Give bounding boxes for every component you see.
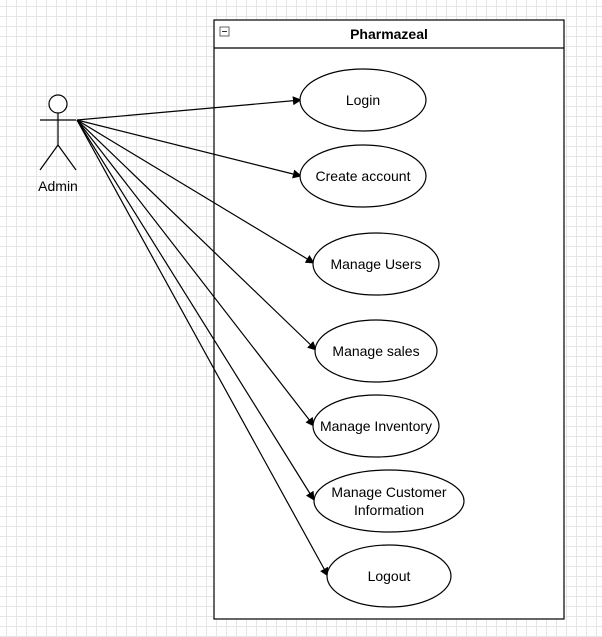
use-case-label: Manage sales [332,343,419,359]
collapse-icon[interactable] [219,26,230,37]
associations [76,96,329,577]
use-case-login[interactable]: Login [299,68,427,132]
use-case-manage-inventory[interactable]: Manage Inventory [312,394,440,458]
association-create-account[interactable] [76,119,302,179]
association-manage-sales[interactable] [76,119,317,351]
association-login[interactable] [76,96,302,121]
use-case-create-account[interactable]: Create account [299,144,427,208]
use-case-logout[interactable]: Logout [326,544,452,608]
association-logout[interactable] [76,119,329,577]
use-case-manage-sales[interactable]: Manage sales [314,319,438,383]
association-manage-users[interactable] [76,119,315,264]
actor-label: Admin [38,178,78,194]
use-case-label: Manage Inventory [320,418,432,434]
system-title: Pharmazeal [350,26,428,42]
association-manage-inventory[interactable] [76,119,315,427]
use-case-label: Manage Users [330,256,421,272]
use-case-label: Login [346,92,380,108]
actor-admin[interactable]: Admin [38,94,78,194]
use-case-manage-users[interactable]: Manage Users [312,232,440,296]
use-case-label: Logout [368,568,411,584]
association-manage-customer-information[interactable] [76,119,315,501]
use-case-label: Create account [316,168,411,184]
